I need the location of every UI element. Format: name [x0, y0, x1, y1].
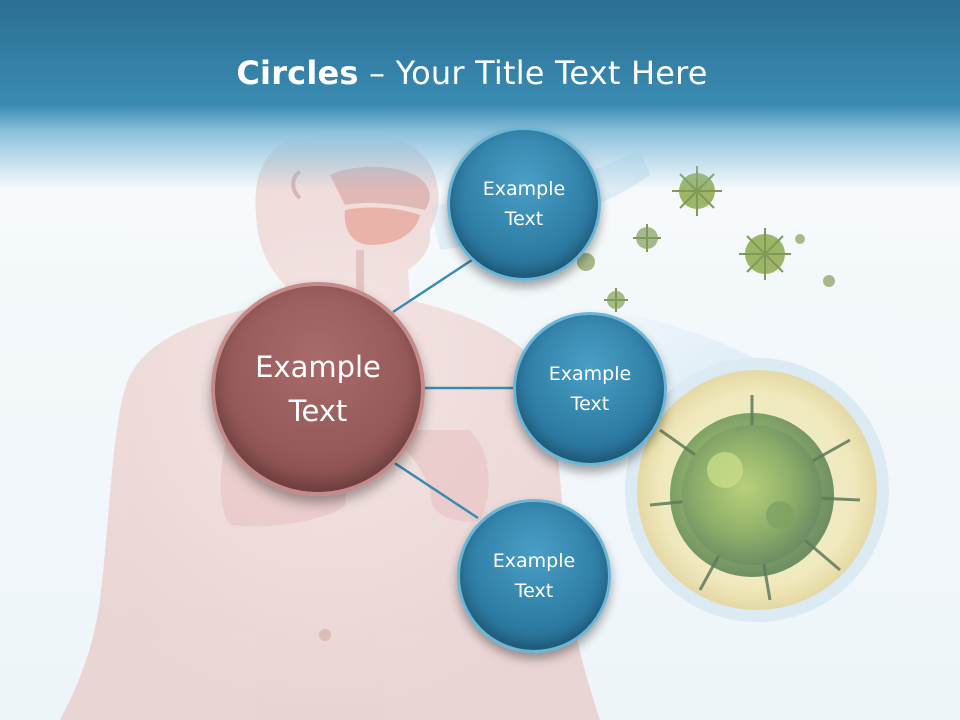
virus-magnified [625, 358, 889, 622]
title-rest: – Your Title Text Here [358, 54, 708, 92]
satellite-top-line2: Text [504, 208, 544, 230]
satellite-circle-bottom[interactable]: Example Text [457, 499, 611, 653]
center-circle-line1: Example [255, 350, 381, 384]
satellite-middle-line2: Text [570, 393, 610, 415]
satellite-circle-top[interactable]: Example Text [447, 127, 601, 281]
connector-line [392, 254, 479, 314]
satellite-top-line1: Example [482, 178, 566, 200]
slide-title: Circles – Your Title Text Here [0, 54, 944, 92]
title-bold: Circles [236, 54, 359, 92]
floating-viruses [577, 166, 835, 312]
satellite-bottom-line2: Text [514, 580, 554, 602]
satellite-bottom-line1: Example [492, 550, 576, 572]
center-circle-line2: Text [288, 394, 348, 428]
center-circle[interactable]: Example Text [211, 282, 425, 496]
connector-line [392, 460, 479, 520]
satellite-middle-line1: Example [548, 363, 632, 385]
satellite-circle-middle[interactable]: Example Text [513, 312, 667, 466]
